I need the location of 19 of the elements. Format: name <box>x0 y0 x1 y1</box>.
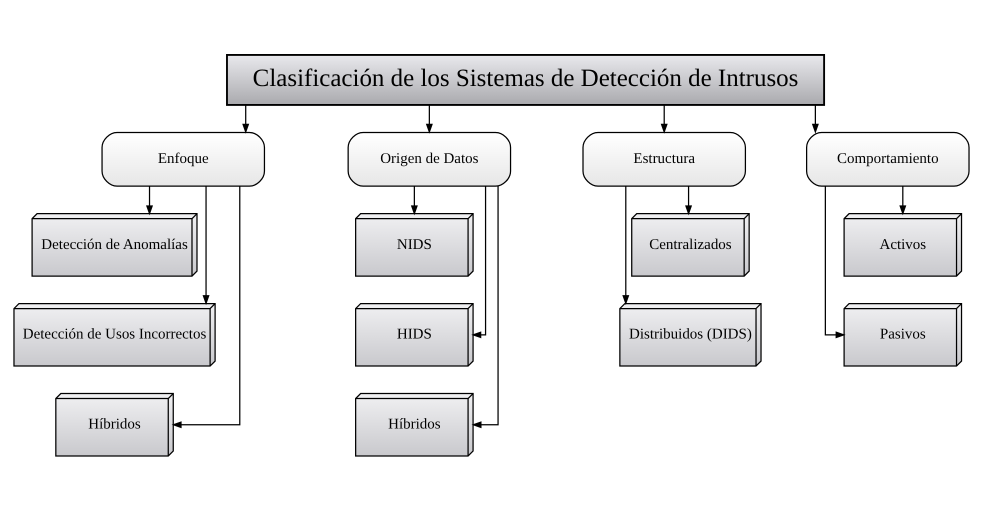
node-box: Origen de Datos <box>348 132 512 187</box>
arrow <box>622 186 630 306</box>
node-box: Estructura <box>582 132 746 187</box>
arrow <box>824 186 846 338</box>
node-box: Comportamiento <box>806 132 970 187</box>
arrow <box>410 186 418 216</box>
arrow <box>202 186 210 306</box>
arrow <box>660 105 668 134</box>
arrow <box>899 186 906 216</box>
arrow <box>685 186 692 216</box>
arrow <box>426 105 433 134</box>
arrow <box>812 105 819 134</box>
arrow <box>472 186 499 428</box>
arrow <box>146 186 154 216</box>
node-box: Clasificación de los Sistemas de Detección de Intrusos <box>226 54 826 106</box>
arrow <box>242 105 250 134</box>
node-box: Enfoque <box>101 132 266 187</box>
arrow <box>172 186 240 428</box>
arrow <box>471 186 486 338</box>
